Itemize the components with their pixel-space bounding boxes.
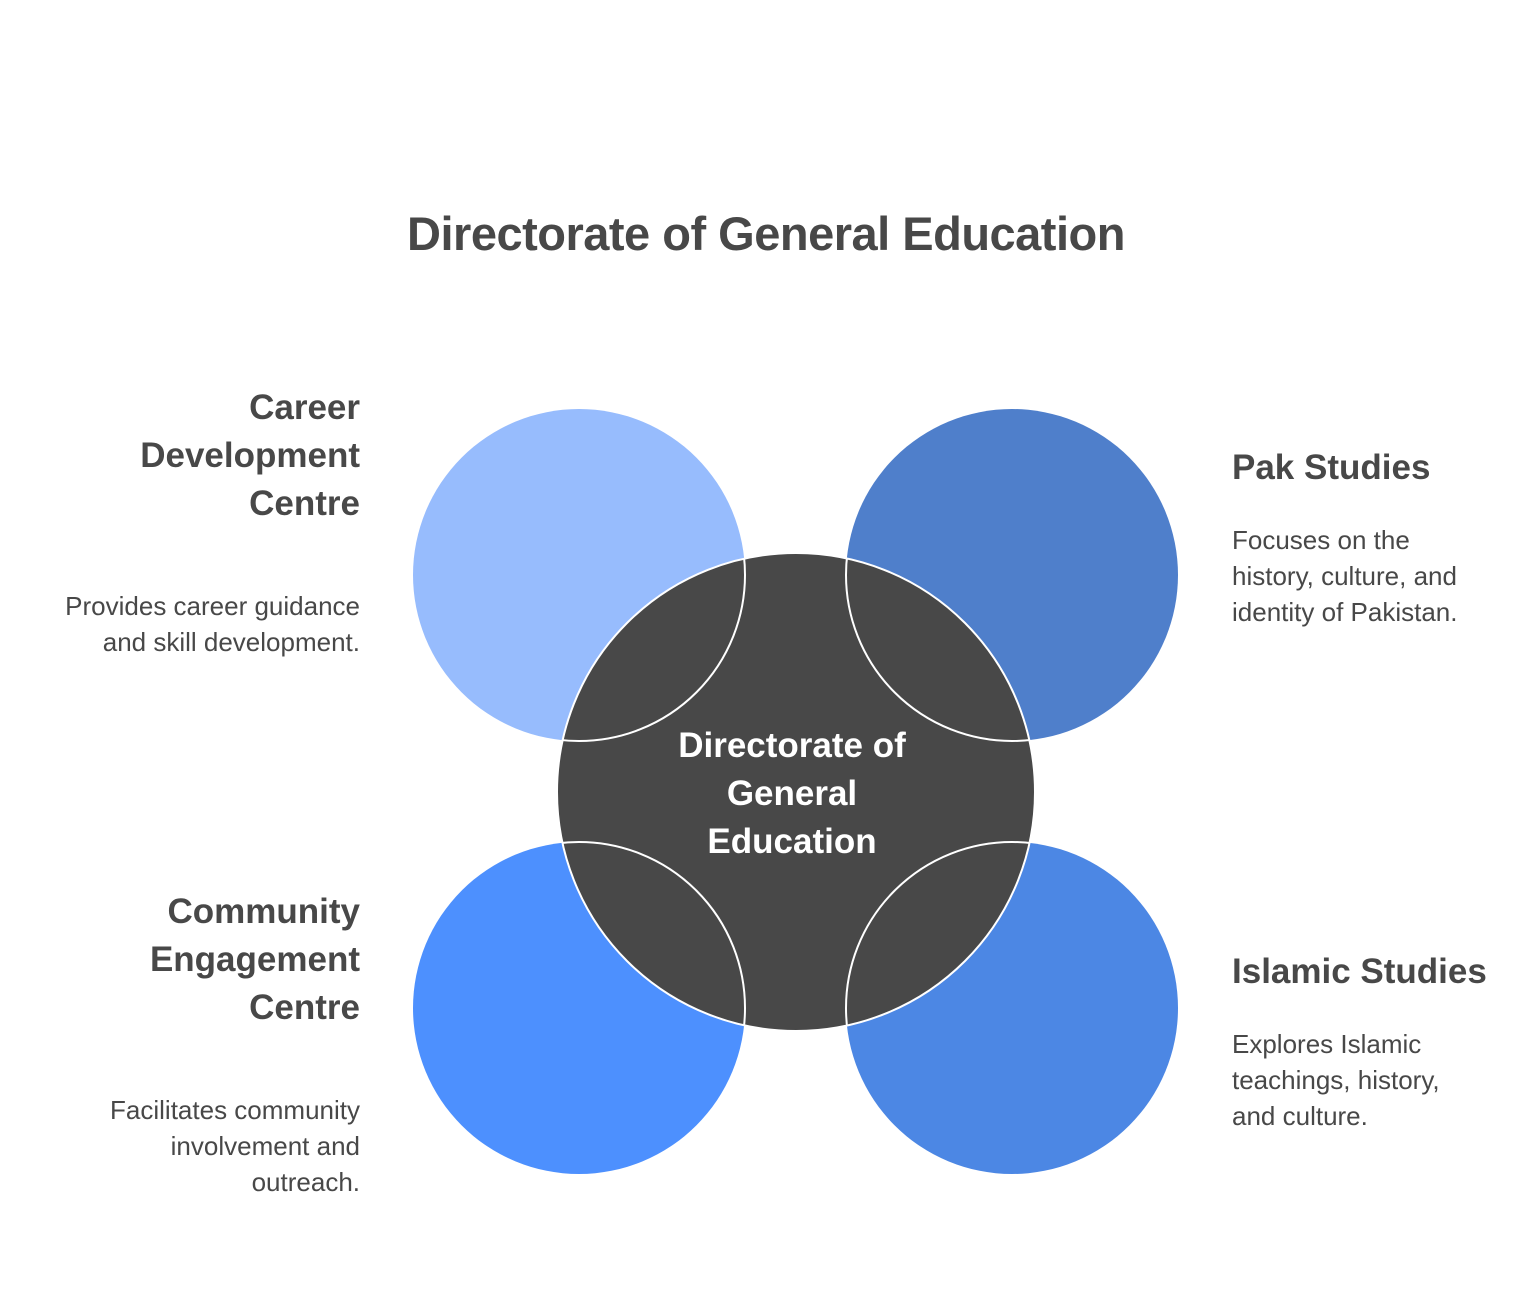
pak-studies-block: Pak Studies Focuses on the history, cult… <box>1232 444 1522 630</box>
desc-line: history, culture, and <box>1232 561 1457 591</box>
desc-line: Provides career guidance <box>65 591 360 621</box>
desc-line: involvement and <box>170 1131 360 1161</box>
pak-studies-description: Focuses on the history, culture, and ide… <box>1232 522 1522 630</box>
career-development-description: Provides career guidance and skill devel… <box>10 588 360 660</box>
title-line: Community <box>167 892 361 931</box>
overlap-arcs <box>557 553 1035 1031</box>
islamic-studies-description: Explores Islamic teachings, history, and… <box>1232 1026 1522 1134</box>
diagram-title: Directorate of General Education <box>407 207 1125 260</box>
community-engagement-description: Facilitates community involvement and ou… <box>10 1092 360 1200</box>
center-label: Directorate of General Education <box>630 722 954 866</box>
islamic-studies-title: Islamic Studies <box>1232 952 1487 991</box>
title-line: Development <box>140 436 360 475</box>
career-development-block: Career Development Centre Provides caree… <box>10 384 360 660</box>
desc-line: and skill development. <box>102 627 360 657</box>
title-line: Centre <box>249 988 360 1027</box>
title-line: Career <box>249 388 360 427</box>
title-line: Engagement <box>149 940 360 979</box>
desc-line: Facilitates community <box>110 1095 360 1125</box>
center-label-line: Education <box>707 822 877 861</box>
desc-line: and culture. <box>1232 1101 1368 1131</box>
pak-studies-title: Pak Studies <box>1232 448 1431 487</box>
community-engagement-block: Community Engagement Centre Facilitates … <box>10 888 360 1200</box>
community-engagement-title: Community Engagement Centre <box>10 888 360 1032</box>
circle-directorate-center <box>556 552 1036 1032</box>
career-development-title: Career Development Centre <box>10 384 360 528</box>
title-line: Centre <box>249 484 360 523</box>
center-label-line: General <box>726 774 858 813</box>
desc-line: identity of Pakistan. <box>1232 597 1458 627</box>
center-label-line: Directorate of <box>678 726 906 765</box>
desc-line: teachings, history, <box>1232 1065 1440 1095</box>
desc-line: outreach. <box>251 1167 360 1197</box>
desc-line: Focuses on the <box>1232 525 1410 555</box>
islamic-studies-block: Islamic Studies Explores Islamic teachin… <box>1232 948 1522 1134</box>
desc-line: Explores Islamic <box>1232 1029 1422 1059</box>
